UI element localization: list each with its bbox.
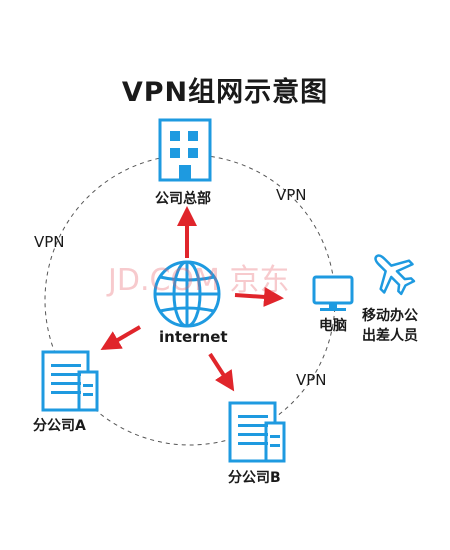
hq-label: 公司总部 (155, 191, 211, 207)
branch-b-label: 分公司B (228, 470, 281, 486)
monitor-icon (312, 275, 354, 311)
office-building-icon (228, 401, 286, 463)
globe-icon (153, 260, 221, 328)
mobile-label-line2: 出差人员 (362, 328, 418, 344)
office-building-icon (158, 118, 212, 182)
vpn-label-top-right: VPN (276, 186, 307, 204)
branch-a-label: 分公司A (33, 418, 86, 434)
mobile-label-line1: 移动办公 (362, 308, 418, 324)
internet-label: internet (159, 328, 228, 346)
arrow-to-computer (234, 286, 284, 307)
vpn-label-bottom-right: VPN (296, 371, 327, 389)
vpn-label-left: VPN (34, 233, 65, 251)
arrow-to-branch-a (100, 325, 142, 351)
diagram-title: VPN组网示意图 (121, 77, 329, 108)
airplane-icon (374, 254, 416, 296)
watermark: JD.COM 京东 (108, 263, 290, 298)
computer-label: 电脑 (319, 318, 347, 334)
arrow-to-branch-b (208, 352, 235, 392)
office-building-icon (41, 350, 99, 412)
